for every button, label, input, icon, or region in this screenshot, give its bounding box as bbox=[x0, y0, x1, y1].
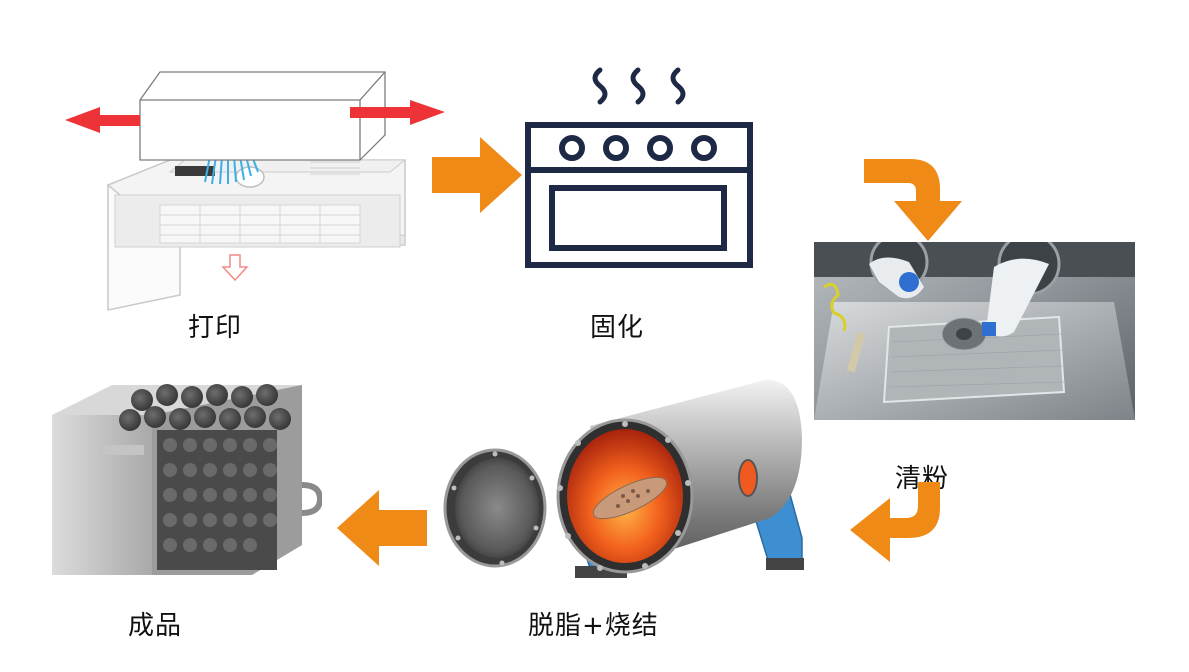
printed-parts bbox=[159, 204, 361, 244]
flow-arrow-curve-left bbox=[850, 482, 940, 562]
depowder-glovebox-image bbox=[814, 242, 1135, 420]
step-label-debind-sinter: 脱脂+烧结 bbox=[528, 611, 659, 641]
down-arrow-icon bbox=[221, 254, 249, 282]
flow-arrow-left bbox=[337, 490, 427, 566]
step-label-cure: 固化 bbox=[590, 313, 645, 343]
finished-product-illustration bbox=[52, 384, 322, 575]
printer-illustration bbox=[65, 71, 445, 311]
step-label-print: 打印 bbox=[188, 313, 243, 343]
steam-icon bbox=[592, 67, 686, 105]
flow-arrow-curve-down bbox=[864, 159, 962, 241]
gear-parts bbox=[119, 384, 291, 431]
red-direction-arrows bbox=[65, 100, 445, 133]
furnace-illustration bbox=[443, 379, 804, 578]
oven-knobs bbox=[559, 135, 717, 161]
oven-illustration bbox=[525, 67, 753, 268]
step-label-product: 成品 bbox=[128, 611, 183, 641]
flow-arrow-right-1 bbox=[432, 137, 522, 213]
